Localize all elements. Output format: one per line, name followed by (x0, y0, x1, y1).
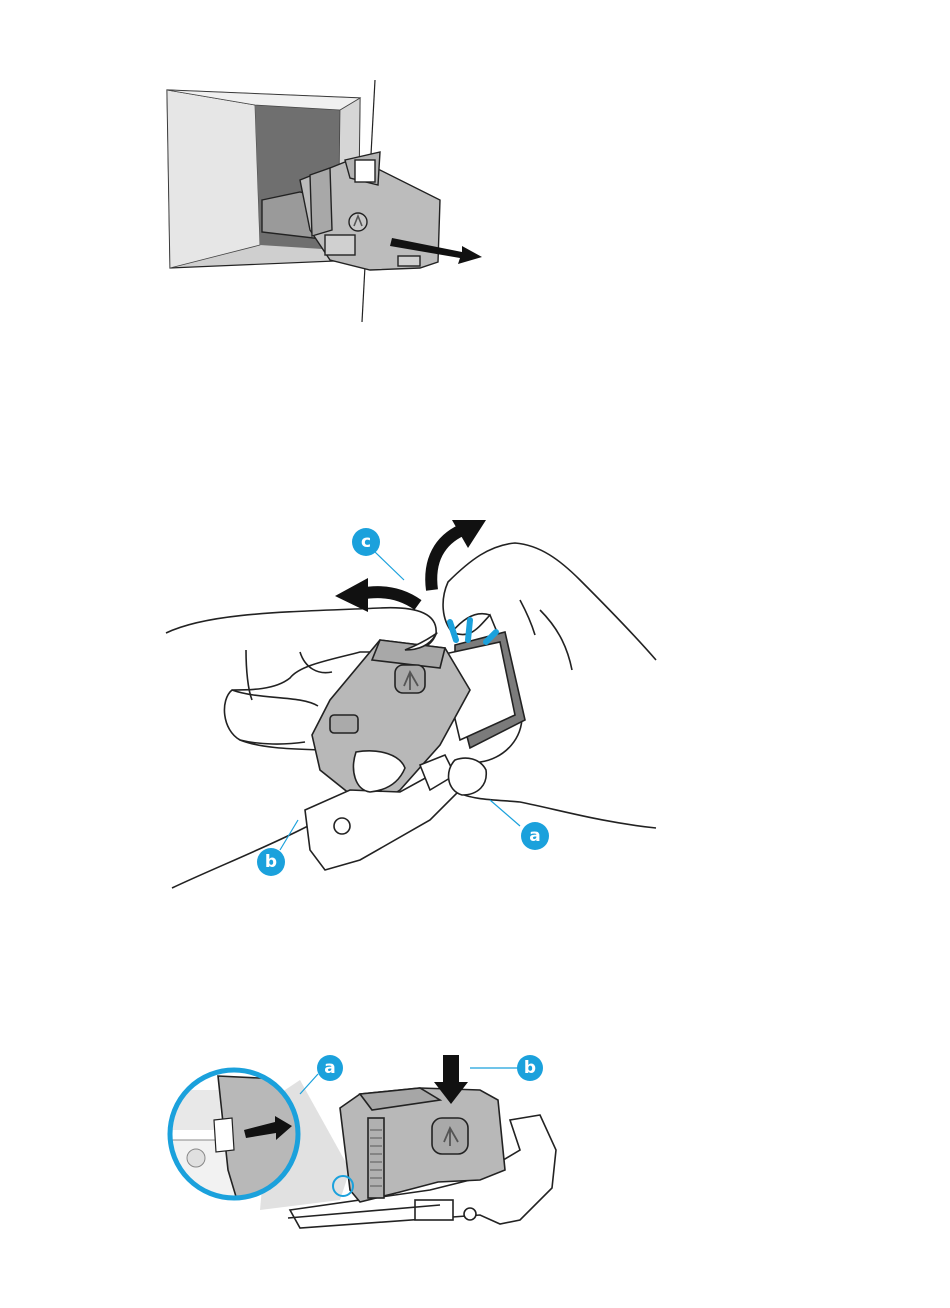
callout-c: c (352, 528, 380, 556)
arrow-head-left (335, 578, 368, 612)
callout-a: a (317, 1055, 343, 1081)
svg-text:b: b (265, 852, 277, 872)
callout-b: b (257, 848, 285, 876)
svg-text:a: a (324, 1058, 335, 1078)
svg-text:a: a (529, 826, 540, 846)
staple-cartridge-held (305, 632, 525, 870)
svg-text:b: b (524, 1058, 536, 1078)
figure-separate-staple-pack: c a b (0, 505, 950, 905)
figure-remove-cartridge (0, 0, 950, 340)
svg-text:c: c (361, 532, 371, 552)
figure-insert-staple-pack: a b (0, 1040, 950, 1280)
callout-a: a (521, 822, 549, 850)
callout-b: b (517, 1055, 543, 1081)
